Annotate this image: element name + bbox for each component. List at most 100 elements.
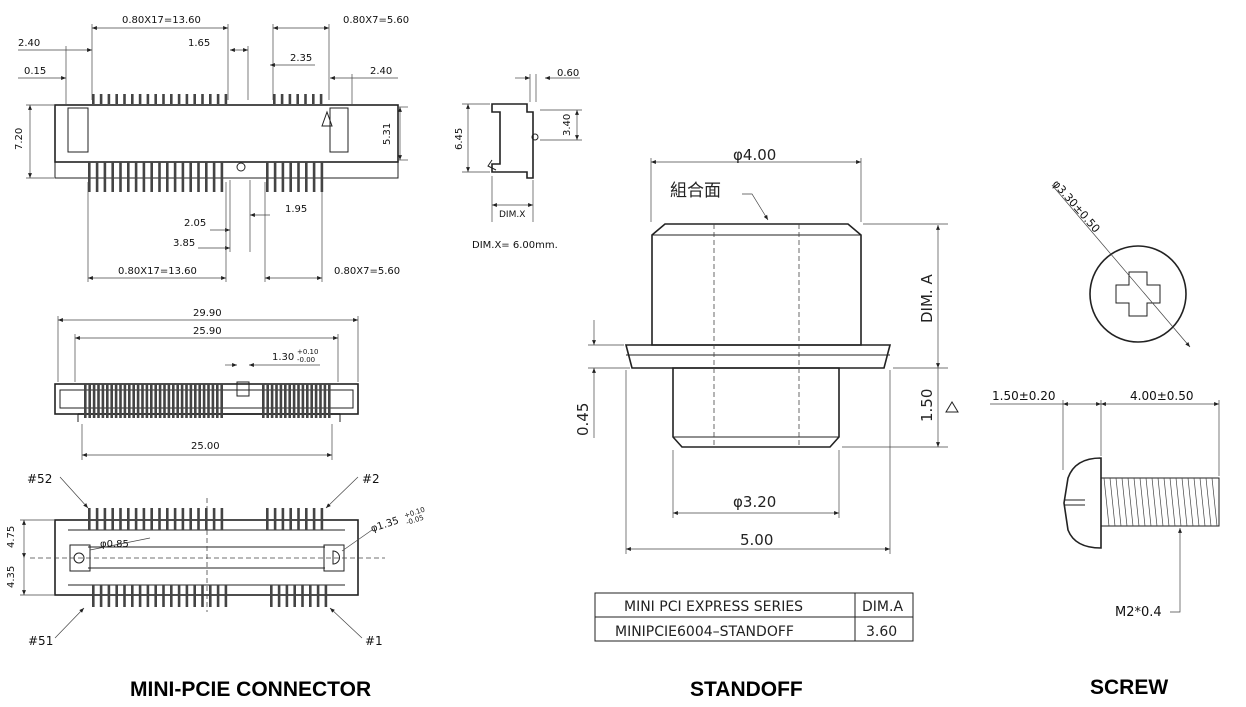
connector-pin <box>193 585 196 607</box>
connector-pin <box>154 384 157 418</box>
connector-pin <box>142 508 146 530</box>
thread-line <box>1121 477 1128 527</box>
thread-line <box>1187 477 1194 527</box>
connector-pin <box>134 162 138 192</box>
standoff-table: MINI PCI EXPRESS SERIES DIM.A MINIPCIE60… <box>594 592 914 642</box>
dim-385: 3.85 <box>173 238 195 249</box>
connector-pin <box>138 94 142 104</box>
connector-pin <box>119 384 122 418</box>
dim-130-tol-plus: +0.10 <box>297 348 318 356</box>
connector-pin <box>106 384 109 418</box>
connector-pin <box>158 384 162 418</box>
connector-pin <box>115 94 118 104</box>
dim-pitch7-bottom: 0.80X7=5.60 <box>334 266 400 277</box>
connector-pin <box>281 162 285 192</box>
pin-51-label: #51 <box>28 634 53 648</box>
connector-pin <box>284 384 287 418</box>
connector-pin <box>136 384 140 418</box>
connector-pin <box>314 384 318 418</box>
thread-line <box>1103 477 1110 527</box>
connector-pin <box>316 585 320 607</box>
connector-pin <box>111 162 114 192</box>
connector-pin <box>275 384 278 418</box>
connector-pin <box>301 384 305 418</box>
connector-bottom-view: #52 #2 #51 #1 4.75 4.35 φ0.85 φ1.35 +0.1… <box>6 472 426 648</box>
connector-pin <box>216 585 220 607</box>
connector-pin <box>205 162 208 192</box>
connector-pin <box>119 508 122 530</box>
connector-pin <box>138 585 142 607</box>
connector-pin <box>101 384 105 418</box>
dim-500: 5.00 <box>740 531 773 549</box>
connector-pin <box>305 508 308 530</box>
dim-240-left: 2.40 <box>18 38 40 49</box>
thread-line <box>1139 477 1146 527</box>
connector-pin <box>273 162 277 192</box>
connector-pin <box>154 585 157 607</box>
connector-pin <box>202 384 206 418</box>
connector-pin <box>128 384 131 418</box>
pin-1-label: #1 <box>365 634 383 648</box>
dim-2590: 25.90 <box>193 326 222 337</box>
connector-pin <box>224 585 228 607</box>
dim-hole135: φ1.35 <box>370 515 401 534</box>
table-header-series: MINI PCI EXPRESS SERIES <box>624 599 803 615</box>
connector-pin <box>166 508 169 530</box>
thread-spec: M2*0.4 <box>1115 605 1162 620</box>
connector-pin <box>289 508 292 530</box>
connector-pin <box>123 585 126 607</box>
connector-pin <box>220 508 224 530</box>
thread-line <box>1157 477 1164 527</box>
dim-015: 0.15 <box>24 66 46 77</box>
connector-pin <box>107 94 111 104</box>
connector-pin <box>273 508 277 530</box>
connector-pin <box>289 162 292 192</box>
dim-bottom-dia: φ3.20 <box>733 493 776 511</box>
dim-x-note: DIM.X= 6.00mm. <box>472 240 558 251</box>
connector-pin <box>224 94 228 104</box>
connector-pin <box>288 94 292 104</box>
connector-pin <box>95 508 99 530</box>
connector-pin <box>92 94 95 104</box>
connector-pin <box>270 585 273 607</box>
connector-pin <box>189 508 192 530</box>
dim-045: 0.45 <box>574 403 592 436</box>
dim-2990: 29.90 <box>193 308 222 319</box>
connector-pin <box>181 508 185 530</box>
connector-pin <box>270 384 274 418</box>
connector-pin <box>297 384 300 418</box>
connector-pin <box>273 94 276 104</box>
connector-pin <box>103 162 107 192</box>
dim-720: 7.20 <box>14 128 25 150</box>
connector-pin <box>207 384 210 418</box>
dim-340: 3.40 <box>562 114 573 136</box>
caption-screw: SCREW <box>1090 676 1168 699</box>
connector-pin <box>185 384 188 418</box>
thread-line <box>1193 477 1200 527</box>
connector-pin <box>92 384 96 418</box>
connector-pin <box>103 508 107 530</box>
dim-x-label: DIM.X <box>499 210 525 220</box>
dim-head-len: 1.50±0.20 <box>992 389 1056 403</box>
connector-pin <box>189 162 192 192</box>
connector-pin <box>150 384 153 418</box>
mating-face-label: 組合面 <box>670 181 721 201</box>
caption-standoff: STANDOFF <box>690 678 803 701</box>
connector-pin <box>166 162 169 192</box>
connector-pin <box>212 508 216 530</box>
connector-pin <box>293 585 296 607</box>
connector-pin <box>216 94 220 104</box>
connector-pin <box>296 94 299 104</box>
connector-pin <box>146 94 150 104</box>
connector-pin <box>177 94 181 104</box>
connector-pin <box>266 162 269 192</box>
connector-pin <box>123 384 127 418</box>
connector-pin <box>131 94 134 104</box>
connector-pin <box>119 162 122 192</box>
connector-pin <box>320 162 324 192</box>
connector-pin <box>312 162 316 192</box>
connector-pin <box>92 585 95 607</box>
thread-line <box>1127 477 1134 527</box>
connector-pin <box>185 94 189 104</box>
connector-pin <box>209 94 212 104</box>
